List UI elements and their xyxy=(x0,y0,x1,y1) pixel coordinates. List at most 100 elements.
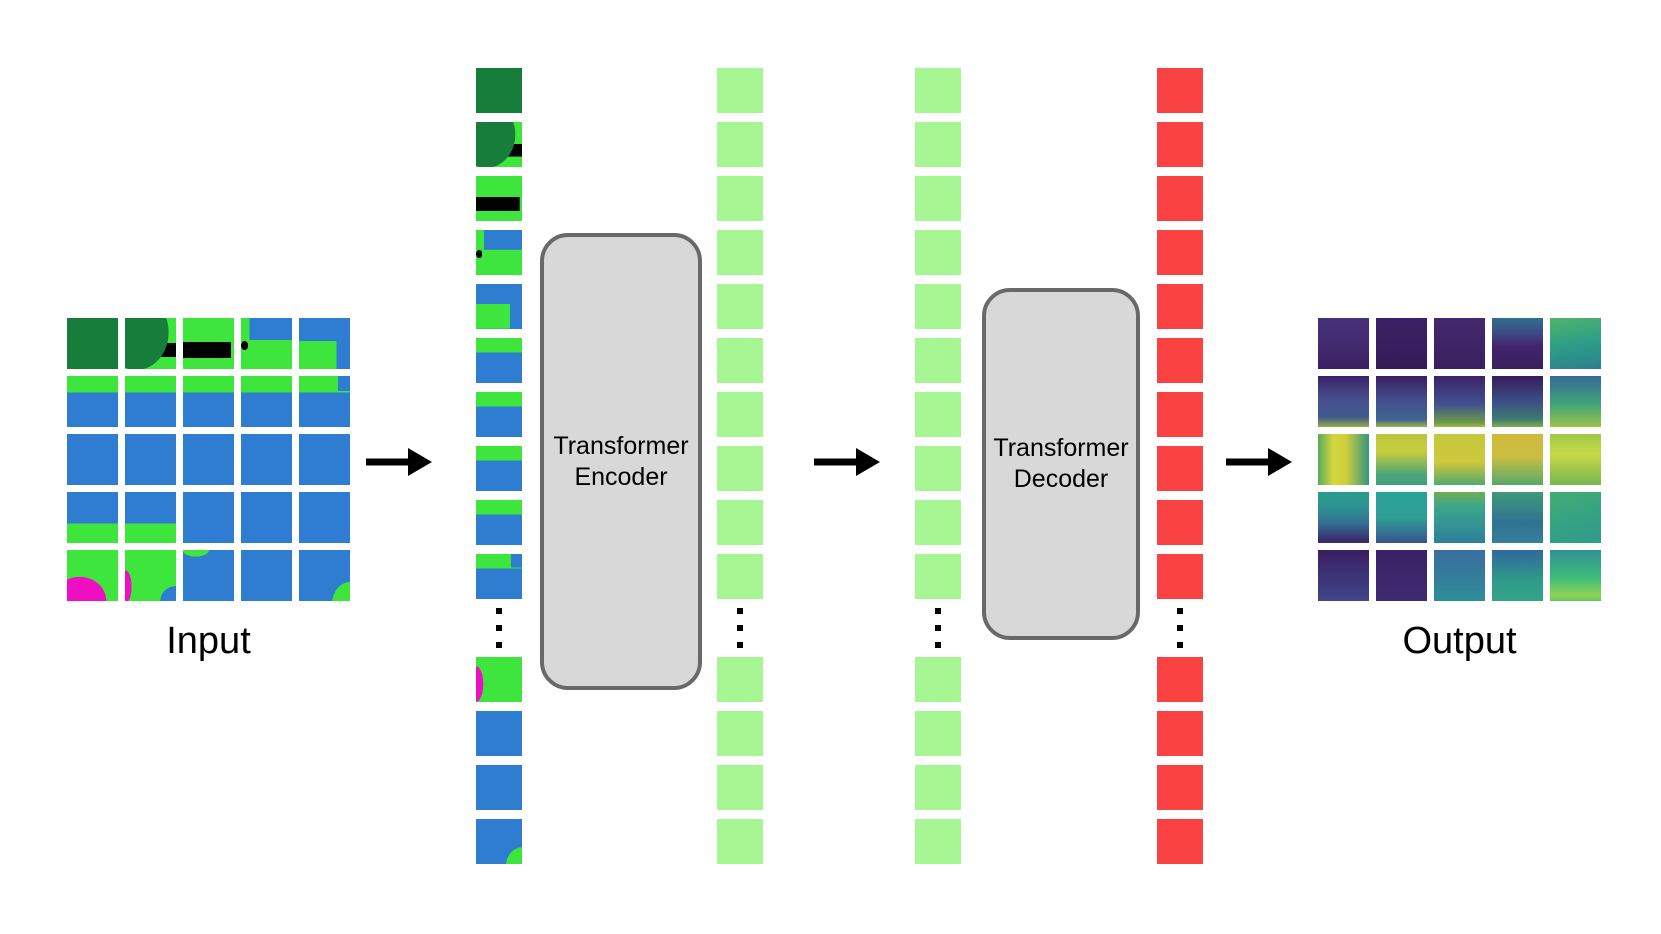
input-patch xyxy=(241,492,292,543)
transformer-encoder-box: Transformer Encoder xyxy=(540,233,702,690)
decoder-input-token xyxy=(915,500,961,545)
output-patch xyxy=(1376,492,1427,543)
output-patch xyxy=(1376,434,1427,485)
input-patch xyxy=(67,492,118,543)
patch-token-column xyxy=(476,68,522,864)
encoded-token xyxy=(717,230,763,275)
output-patch xyxy=(1550,376,1601,427)
arrow-input-to-tokens-icon xyxy=(366,448,432,476)
ellipsis-dot xyxy=(737,625,743,631)
patch-token xyxy=(476,392,522,437)
input-patch xyxy=(241,318,292,369)
patch-token xyxy=(476,819,522,864)
decoded-token xyxy=(1157,819,1203,864)
patch-token xyxy=(476,122,522,167)
input-patch xyxy=(299,434,350,485)
encoded-token xyxy=(717,338,763,383)
arrow-decoder-to-output-icon xyxy=(1226,448,1292,476)
decoded-token xyxy=(1157,657,1203,702)
decoded-token xyxy=(1157,765,1203,810)
input-patch xyxy=(125,376,176,427)
encoded-token xyxy=(717,657,763,702)
vertical-ellipsis-icon xyxy=(1177,608,1183,648)
decoded-token xyxy=(1157,122,1203,167)
ellipsis-dot xyxy=(496,625,502,631)
ellipsis-dot xyxy=(737,608,743,614)
output-patch xyxy=(1318,492,1369,543)
ellipsis-dot xyxy=(496,642,502,648)
decoder-label-line1: Transformer xyxy=(993,434,1129,462)
ellipsis-dot xyxy=(1177,642,1183,648)
input-patch xyxy=(67,376,118,427)
ellipsis-dot xyxy=(1177,608,1183,614)
decoder-input-token xyxy=(915,711,961,756)
encoded-token xyxy=(717,68,763,113)
output-patch xyxy=(1550,492,1601,543)
patch-token xyxy=(476,446,522,491)
patch-token xyxy=(476,176,522,221)
decoder-input-token xyxy=(915,122,961,167)
output-patch xyxy=(1434,434,1485,485)
input-patch xyxy=(67,318,118,369)
output-patch xyxy=(1376,376,1427,427)
input-patch xyxy=(241,434,292,485)
output-patch xyxy=(1434,550,1485,601)
vertical-ellipsis-icon xyxy=(496,608,502,648)
decoded-token xyxy=(1157,500,1203,545)
ellipsis-dot xyxy=(935,625,941,631)
input-patch xyxy=(183,376,234,427)
output-image-grid xyxy=(1318,318,1601,601)
output-patch xyxy=(1492,550,1543,601)
patch-token xyxy=(476,230,522,275)
ellipsis-dot xyxy=(1177,625,1183,631)
output-patch xyxy=(1550,318,1601,369)
output-patch xyxy=(1492,318,1543,369)
encoded-token xyxy=(717,765,763,810)
decoded-token-column xyxy=(1157,68,1203,864)
encoded-token xyxy=(717,500,763,545)
encoded-token xyxy=(717,711,763,756)
decoded-token xyxy=(1157,554,1203,599)
decoder-input-token xyxy=(915,392,961,437)
patch-token xyxy=(476,500,522,545)
decoded-token xyxy=(1157,446,1203,491)
encoded-token xyxy=(717,392,763,437)
patch-token xyxy=(476,657,522,702)
output-patch xyxy=(1318,550,1369,601)
encoded-token xyxy=(717,176,763,221)
encoded-token-column xyxy=(717,68,763,864)
decoded-token xyxy=(1157,230,1203,275)
decoded-token xyxy=(1157,338,1203,383)
patch-token xyxy=(476,554,522,599)
decoded-token xyxy=(1157,711,1203,756)
output-patch xyxy=(1492,434,1543,485)
arrow-encoder-to-decoder-icon xyxy=(814,448,880,476)
input-patch xyxy=(67,550,118,601)
patch-token xyxy=(476,765,522,810)
output-patch xyxy=(1376,318,1427,369)
ellipsis-dot xyxy=(496,608,502,614)
decoder-input-token xyxy=(915,819,961,864)
patch-token xyxy=(476,68,522,113)
input-patch xyxy=(299,376,350,427)
decoded-token xyxy=(1157,392,1203,437)
decoder-input-token xyxy=(915,657,961,702)
decoder-input-token xyxy=(915,446,961,491)
input-patch xyxy=(183,318,234,369)
decoder-label-line2: Decoder xyxy=(1013,465,1109,493)
input-patch xyxy=(125,492,176,543)
input-patch xyxy=(183,550,234,601)
output-patch xyxy=(1550,550,1601,601)
output-patch xyxy=(1376,550,1427,601)
transformer-decoder-box: Transformer Decoder xyxy=(982,288,1140,640)
decoded-token xyxy=(1157,284,1203,329)
input-patch xyxy=(241,550,292,601)
input-patch xyxy=(299,550,350,601)
output-patch xyxy=(1550,434,1601,485)
decoded-token xyxy=(1157,68,1203,113)
output-patch xyxy=(1318,376,1369,427)
decoder-input-token xyxy=(915,176,961,221)
ellipsis-dot xyxy=(935,608,941,614)
decoder-input-token-column xyxy=(915,68,961,864)
